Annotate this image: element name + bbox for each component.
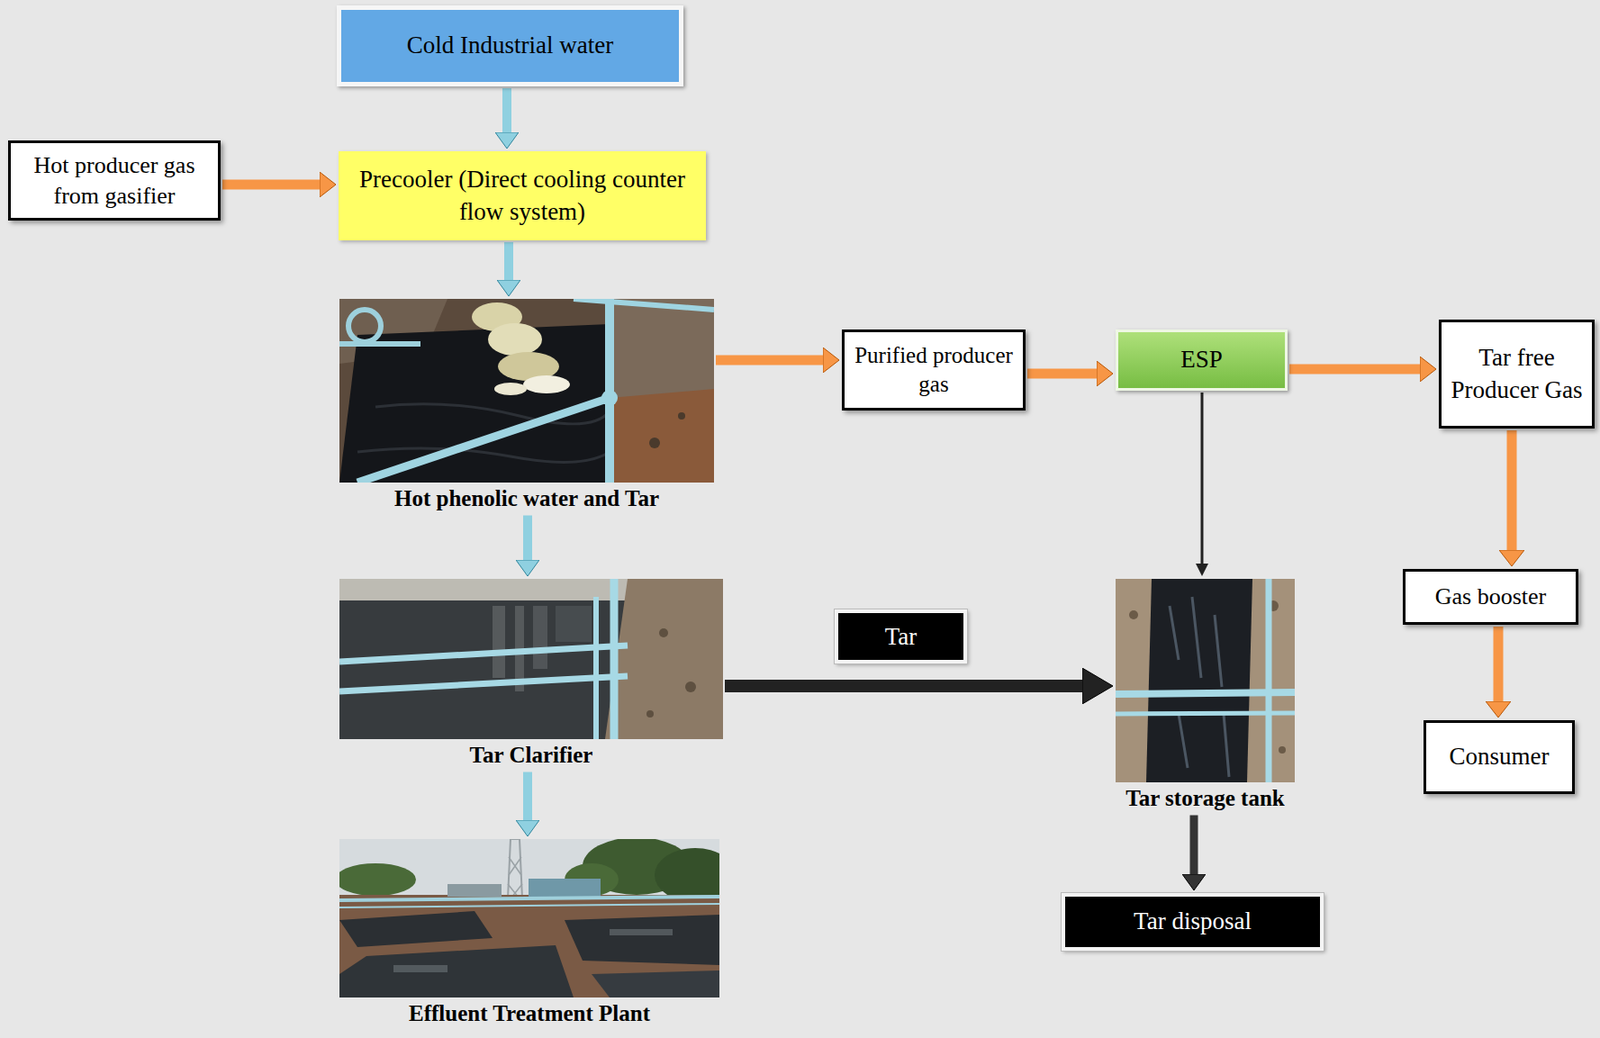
storage-tank-photo-part — [1169, 596, 1230, 778]
phenolic-tank-photo-part — [339, 324, 610, 483]
phenolic-tank-photo-part — [523, 375, 570, 394]
flow-arrow — [1201, 392, 1204, 564]
photo-caption: Tar Clarifier — [470, 741, 594, 771]
gas-box: Tar free Producer Gas — [1438, 319, 1595, 429]
effluent-plant-photo-part — [339, 945, 574, 998]
phenolic-tank-photo-part — [348, 309, 381, 343]
clarifier-photo-part — [685, 681, 697, 693]
photo-caption: Effluent Treatment Plant — [408, 999, 651, 1030]
clarifier-photo-part — [492, 605, 506, 678]
effluent-plant-photo-part — [528, 878, 601, 899]
phenolic-tank-photo-part — [339, 298, 715, 483]
phenolic-tank-photo-part — [649, 437, 660, 449]
clarifier-photo-part — [555, 605, 592, 642]
box-text: Consumer — [1449, 741, 1550, 773]
box-text: Precooler (Direct cooling counter flow s… — [347, 163, 697, 227]
storage-tank-photo-part — [1115, 578, 1295, 783]
clarifier-photo-part — [659, 628, 669, 638]
box-text: ESP — [1180, 343, 1223, 376]
clarifier-photo-part — [339, 645, 628, 662]
box-text: Tar free Producer Gas — [1450, 342, 1583, 406]
gas-box: Purified producer gas — [841, 329, 1026, 411]
photo-node: Tar storage tank — [1115, 578, 1295, 814]
storage-tank-photo-part — [1146, 578, 1253, 783]
flow-arrow — [222, 180, 320, 190]
clarifier-photo-part — [605, 578, 724, 740]
storage-tank-photo-part — [1129, 610, 1139, 620]
clarifier-photo-part — [339, 600, 637, 740]
effluent-plant-photo-part — [339, 863, 416, 896]
flow-arrow — [523, 772, 533, 822]
flow-arrow — [1289, 364, 1420, 375]
flow-arrow — [724, 679, 1083, 693]
photo-node: Hot phenolic water and Tar — [339, 298, 715, 515]
effluent-plant-photo-part — [339, 903, 720, 908]
effluent-plant-photo-part — [591, 970, 720, 998]
effluent-plant-photo — [339, 839, 720, 998]
clarifier-photo — [339, 578, 724, 740]
box-text: Gas booster — [1435, 581, 1546, 613]
box-text: Cold Industrial water — [406, 29, 614, 62]
flow-arrow — [504, 242, 514, 281]
effluent-plant-photo-part — [339, 911, 493, 948]
box-text: Purified producer gas — [853, 341, 1014, 400]
disposal-box: Tar disposal — [1061, 893, 1324, 951]
flow-arrow — [1190, 815, 1199, 876]
flow-arrow — [715, 355, 823, 366]
phenolic-tank-photo-part — [573, 298, 715, 310]
phenolic-tank-photo — [339, 298, 715, 483]
edge-label: Tar — [876, 623, 927, 651]
effluent-plant-photo-part — [447, 884, 502, 897]
effluent-plant-photo-part — [393, 965, 448, 973]
clarifier-photo-part — [339, 578, 724, 740]
process-box: Precooler (Direct cooling counter flow s… — [338, 151, 706, 241]
clarifier-photo-part — [610, 578, 619, 740]
effluent-plant-photo-part — [654, 848, 720, 903]
effluent-plant-photo-part — [609, 929, 673, 936]
phenolic-tank-photo-part — [488, 323, 543, 356]
input-box: Hot producer gas from gasifier — [8, 140, 221, 221]
photo-node: Tar Clarifier — [339, 578, 724, 771]
phenolic-tank-photo-part — [494, 382, 527, 396]
box-text: Hot producer gas from gasifier — [19, 150, 209, 212]
consumer-box: Consumer — [1423, 720, 1575, 795]
phenolic-tank-photo-part — [339, 341, 421, 347]
process-box: ESP — [1115, 329, 1288, 391]
source-box: Cold Industrial water — [336, 5, 684, 87]
flow-arrow — [1027, 369, 1097, 380]
clarifier-photo-part — [533, 605, 548, 669]
photo-node: Effluent Treatment Plant — [339, 839, 720, 1030]
flow-arrow — [1507, 430, 1518, 551]
clarifier-photo-part — [593, 596, 599, 740]
photo-caption: Tar storage tank — [1125, 784, 1284, 814]
storage-tank-photo-part — [1278, 746, 1286, 754]
effluent-plant-photo-part — [339, 894, 720, 998]
box-text: Tar disposal — [1133, 905, 1252, 938]
storage-tank-photo-part — [1265, 578, 1273, 783]
phenolic-tank-photo-part — [357, 448, 610, 462]
phenolic-tank-photo-part — [677, 412, 686, 420]
edge-label-box: Tar — [834, 609, 968, 664]
flow-arrow — [502, 88, 512, 133]
clarifier-photo-part — [339, 676, 628, 692]
flow-arrow — [1493, 626, 1504, 702]
equipment-box: Gas booster — [1402, 569, 1579, 625]
flow-arrow — [523, 515, 533, 561]
storage-tank-photo — [1115, 578, 1295, 783]
photo-caption: Hot phenolic water and Tar — [394, 484, 660, 515]
phenolic-tank-photo-part — [601, 389, 618, 407]
effluent-plant-photo-part — [339, 896, 720, 901]
clarifier-photo-part — [646, 710, 654, 718]
effluent-plant-photo-part — [564, 914, 720, 966]
phenolic-tank-photo-part — [357, 397, 610, 483]
